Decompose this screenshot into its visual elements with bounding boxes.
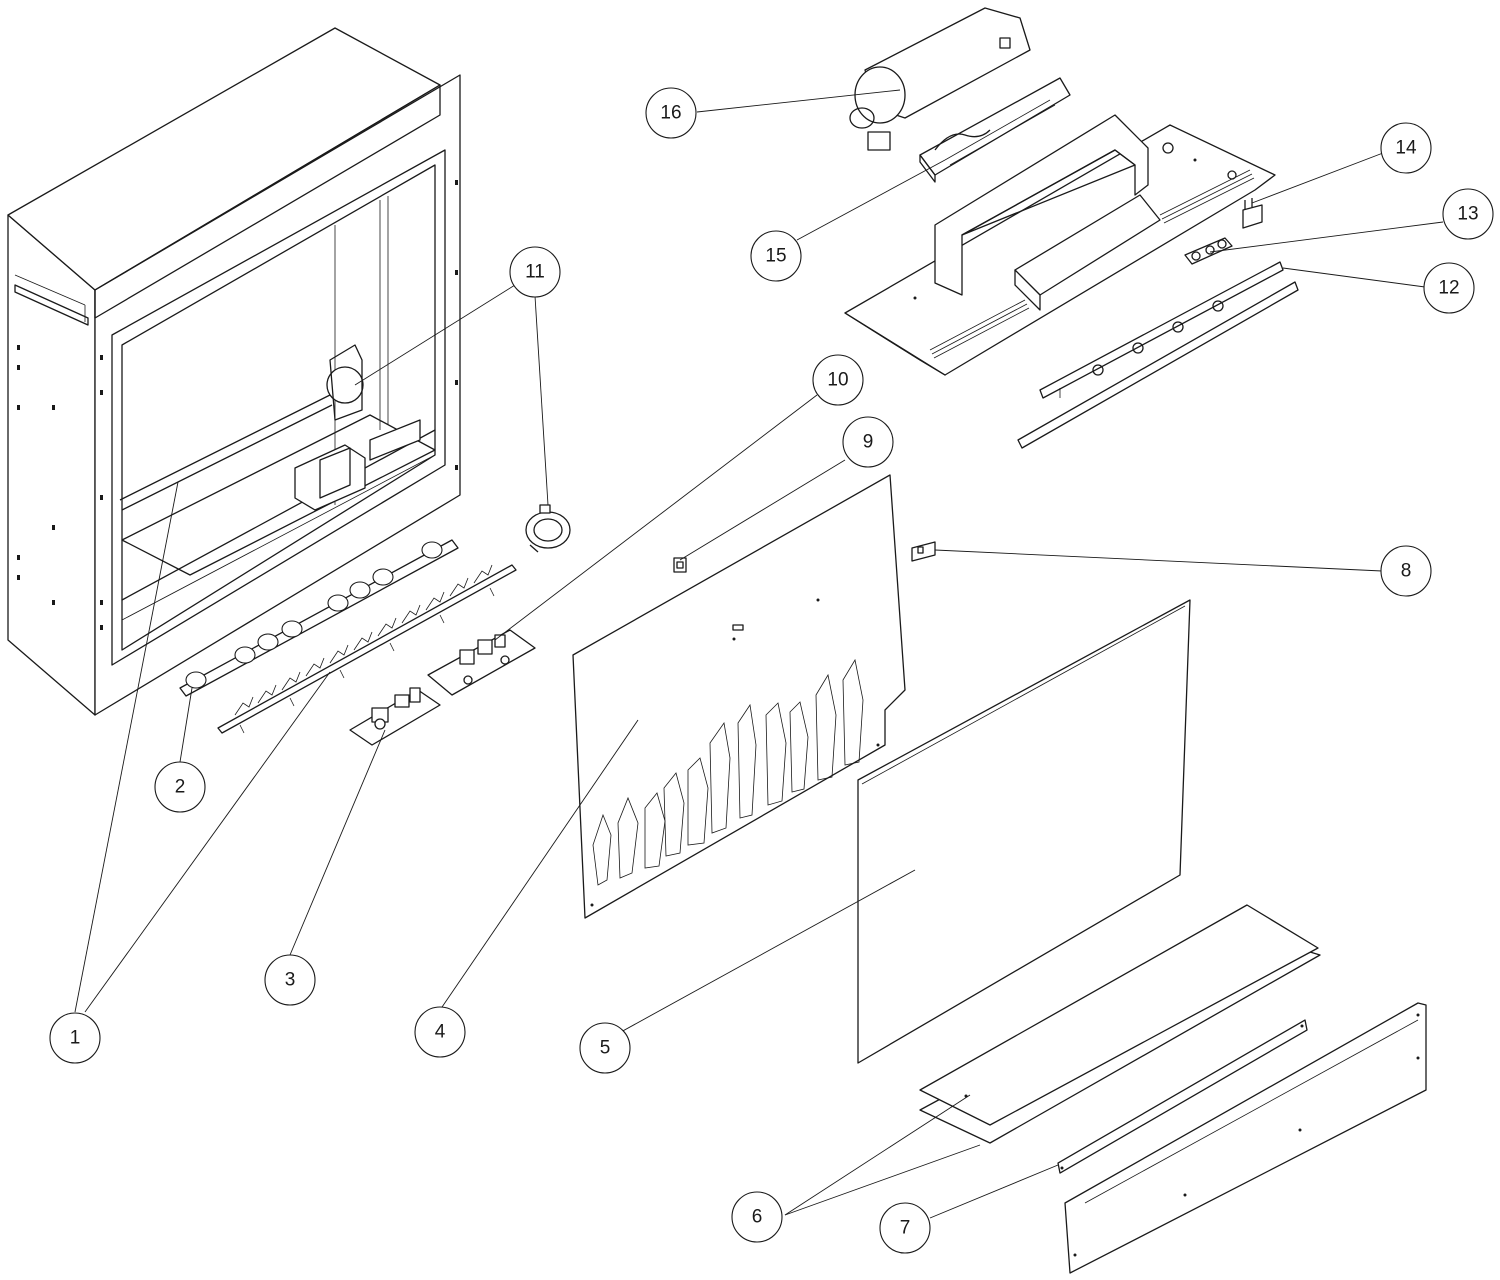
callout-6: 6 xyxy=(731,1191,783,1243)
callout-16: 16 xyxy=(645,87,697,139)
callout-1: 1 xyxy=(49,1012,101,1064)
callout-15: 15 xyxy=(750,230,802,282)
flame-screen xyxy=(572,474,906,919)
callout-3: 3 xyxy=(264,954,316,1006)
mounting-rail xyxy=(1017,261,1299,449)
glass-clip xyxy=(911,541,936,562)
svg-text:7: 7 xyxy=(900,1218,911,1239)
svg-text:2: 2 xyxy=(175,777,186,798)
firebox-housing xyxy=(7,27,461,716)
svg-text:4: 4 xyxy=(435,1022,446,1043)
receiver-board xyxy=(427,629,536,696)
svg-text:13: 13 xyxy=(1457,204,1478,225)
callout-12: 12 xyxy=(1423,262,1475,314)
svg-text:1: 1 xyxy=(70,1028,81,1049)
callout-5: 5 xyxy=(579,1022,631,1074)
svg-text:11: 11 xyxy=(525,262,545,283)
callout-11: 11 xyxy=(509,246,561,298)
callout-13: 13 xyxy=(1442,188,1494,240)
svg-text:3: 3 xyxy=(285,970,296,991)
callout-14: 14 xyxy=(1380,122,1432,174)
blower-fan xyxy=(849,7,1031,151)
svg-text:14: 14 xyxy=(1395,138,1417,159)
callout-7: 7 xyxy=(879,1202,931,1254)
svg-text:9: 9 xyxy=(863,432,874,453)
light-bar xyxy=(179,539,459,697)
svg-text:12: 12 xyxy=(1438,278,1459,299)
rotor-motor xyxy=(525,504,571,553)
svg-text:10: 10 xyxy=(827,370,848,391)
screen-clip xyxy=(673,557,687,573)
thermostat xyxy=(1242,198,1263,229)
callout-2: 2 xyxy=(154,761,206,813)
flame-rod-assembly xyxy=(217,564,517,734)
svg-text:15: 15 xyxy=(765,246,786,267)
bottom-trim-panels xyxy=(919,904,1321,1144)
svg-text:6: 6 xyxy=(752,1207,763,1228)
svg-text:5: 5 xyxy=(600,1038,611,1059)
callout-8: 8 xyxy=(1380,545,1432,597)
callout-10: 10 xyxy=(812,354,864,406)
callout-4: 4 xyxy=(414,1006,466,1058)
svg-text:8: 8 xyxy=(1401,561,1412,582)
trim-strip xyxy=(1057,1019,1308,1174)
callouts: 1 2 3 4 5 6 7 8 xyxy=(49,87,1494,1254)
front-trim-panel xyxy=(1064,1002,1427,1274)
callout-9: 9 xyxy=(842,416,894,468)
glass-panel xyxy=(857,599,1191,1064)
flame-rotor-inside xyxy=(119,394,333,511)
heater-assembly xyxy=(844,114,1276,376)
control-board xyxy=(349,687,441,746)
switch-block xyxy=(1184,237,1233,265)
leader-lines xyxy=(74,89,1444,1219)
svg-text:16: 16 xyxy=(660,103,681,124)
